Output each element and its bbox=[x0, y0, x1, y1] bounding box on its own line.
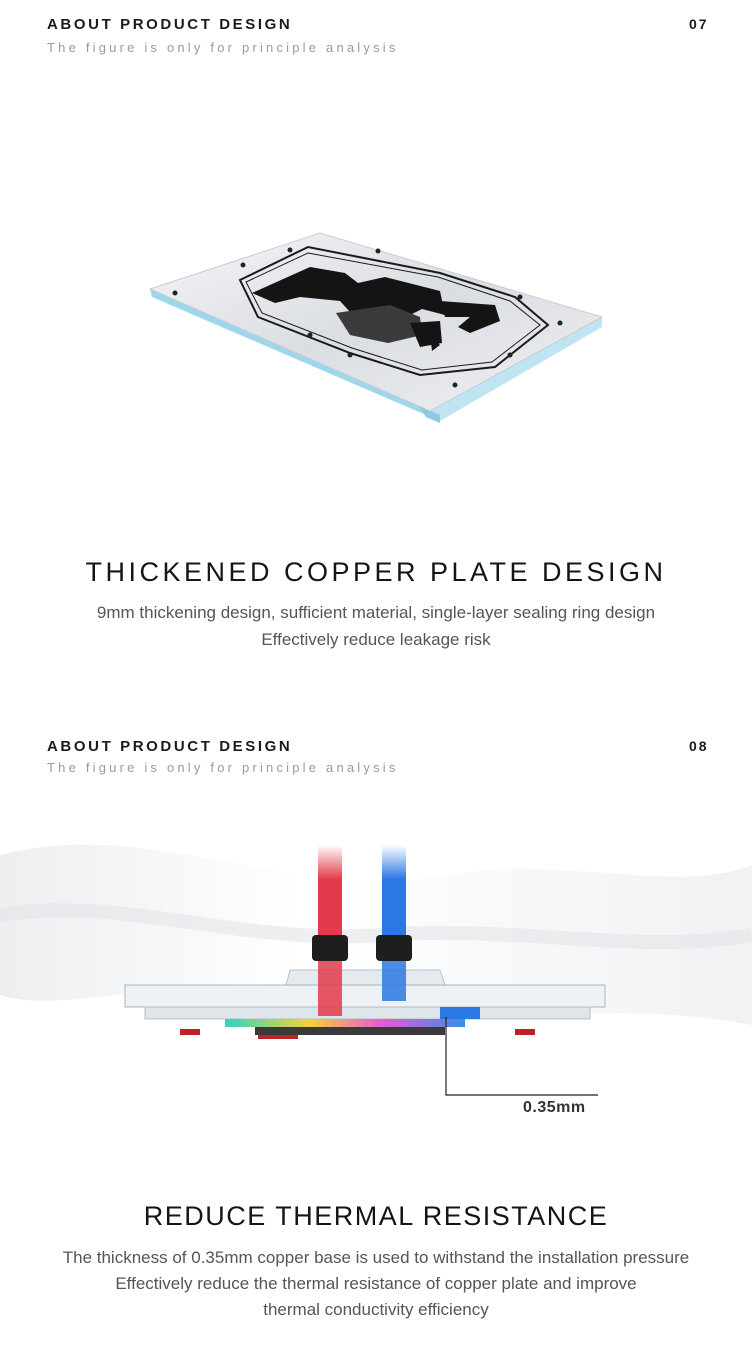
section-1-subtitle: The figure is only for principle analysi… bbox=[47, 40, 399, 55]
section-2-description-line-3: thermal conductivity efficiency bbox=[263, 1300, 489, 1319]
section-1-title: ABOUT PRODUCT DESIGN bbox=[47, 16, 293, 33]
section-1-headline: THICKENED COPPER PLATE DESIGN bbox=[85, 557, 667, 587]
section-1-number: 07 bbox=[689, 16, 709, 32]
section-2-subtitle: The figure is only for principle analysi… bbox=[47, 760, 399, 775]
section-2-description-line-1: The thickness of 0.35mm copper base is u… bbox=[62, 1248, 690, 1267]
section-1-description: 9mm thickening design, sufficient materi… bbox=[0, 599, 752, 653]
section-2-number: 08 bbox=[689, 738, 709, 754]
section-1-description-line-2: Effectively reduce leakage risk bbox=[261, 630, 491, 649]
section-1-description-line-1: 9mm thickening design, sufficient materi… bbox=[96, 603, 656, 622]
section-2-description-line-2: Effectively reduce the thermal resistanc… bbox=[115, 1274, 637, 1293]
copper-plate-illustration bbox=[140, 225, 610, 430]
section-2-title: ABOUT PRODUCT DESIGN bbox=[47, 738, 293, 755]
waterblock-illustration bbox=[0, 785, 752, 1130]
dimension-label: 0.35mm bbox=[523, 1099, 586, 1116]
section-2-description: The thickness of 0.35mm copper base is u… bbox=[0, 1245, 752, 1323]
section-2-headline: REDUCE THERMAL RESISTANCE bbox=[143, 1201, 609, 1231]
